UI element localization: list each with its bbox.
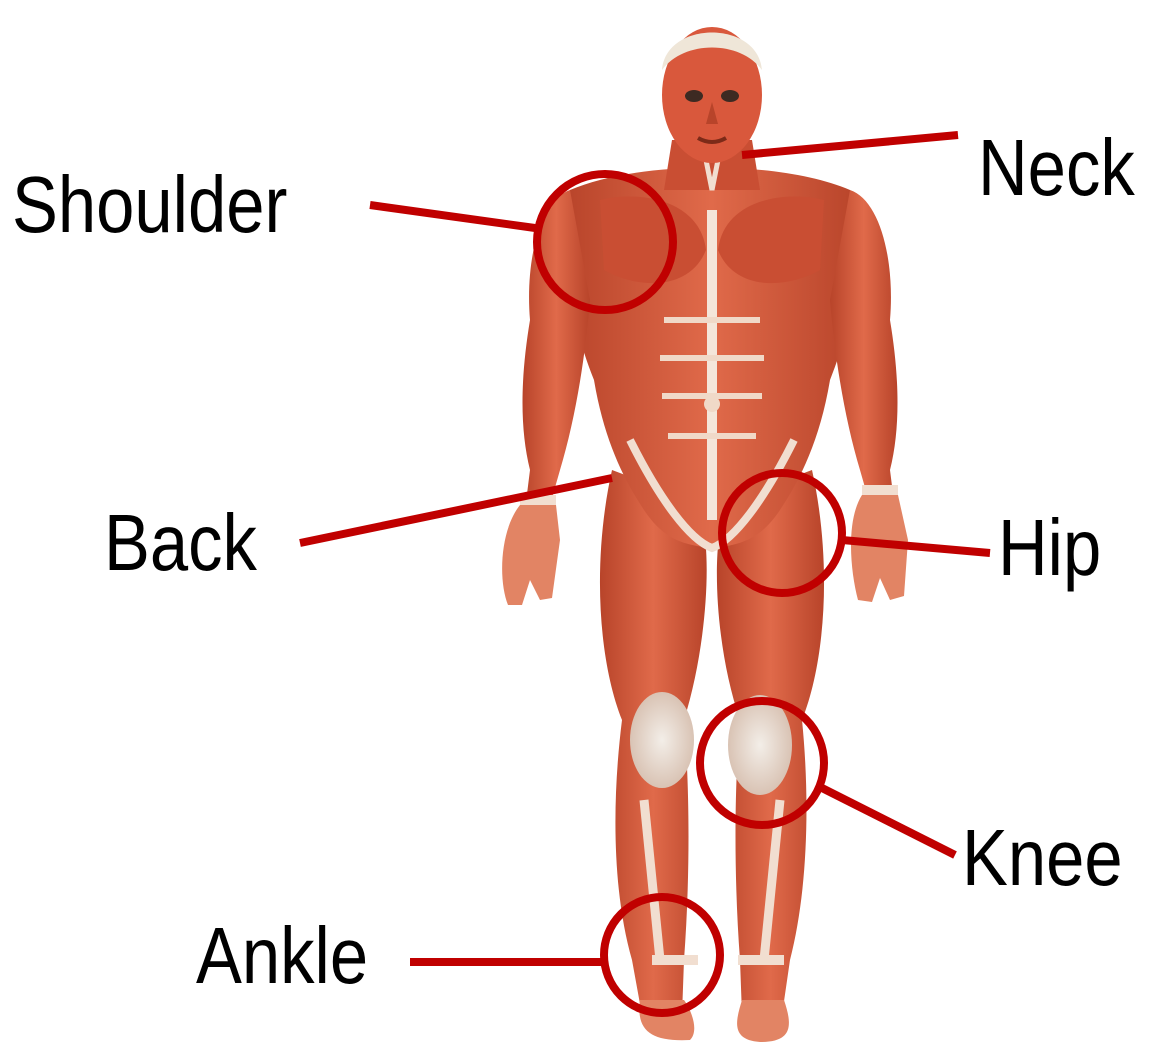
hip-label: Hip (998, 508, 1101, 588)
back-label: Back (104, 503, 257, 583)
ankle-label: Ankle (196, 916, 368, 996)
shoulder-leader-line (370, 205, 535, 228)
neck-leader-line (742, 135, 958, 155)
shoulder-label: Shoulder (12, 165, 287, 245)
body (502, 27, 908, 1042)
back-leader-line (300, 478, 612, 543)
knee-leader-line (822, 788, 955, 855)
knee-label: Knee (962, 818, 1123, 898)
neck-label: Neck (978, 128, 1135, 208)
